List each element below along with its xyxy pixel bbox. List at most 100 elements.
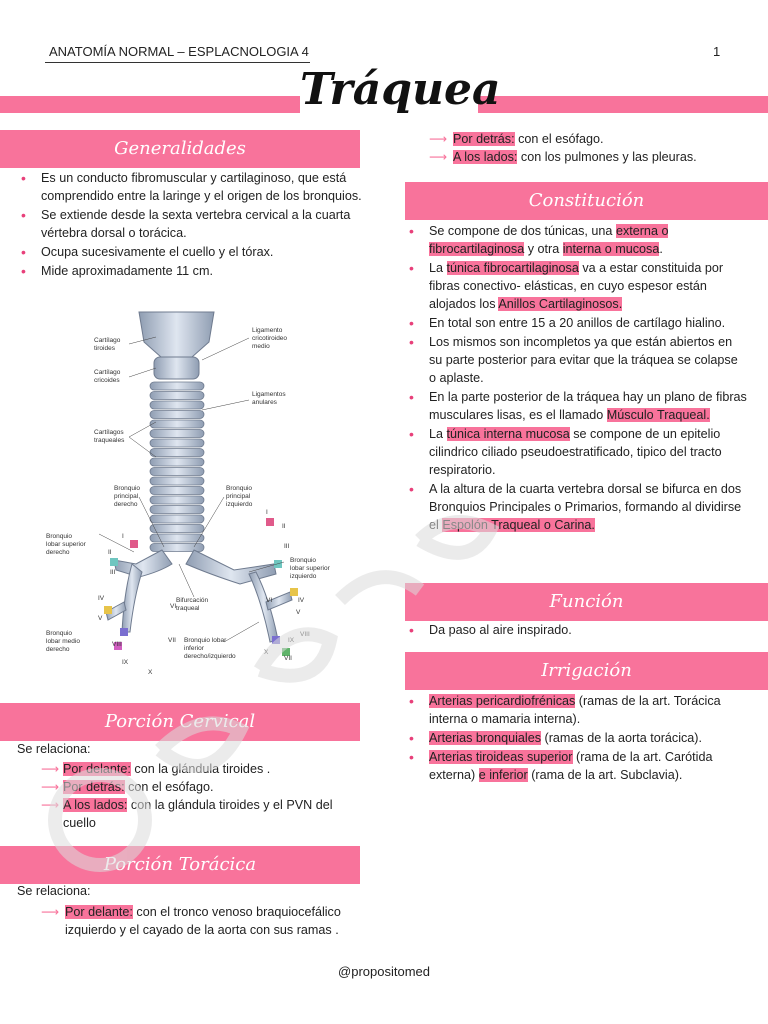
section-heading-toracica: Porción Torácica — [0, 846, 360, 884]
irrigacion-list: Arterias pericardiofrénicas (ramas de la… — [405, 692, 747, 785]
list-item: ⟶Por delante: con la glándula tiroides . — [41, 762, 271, 776]
trachea-ring — [149, 457, 205, 467]
svg-text:IV: IV — [298, 597, 305, 604]
trachea-ring — [149, 400, 205, 410]
list-item: Es un conducto fibromuscular y cartilagi… — [17, 169, 362, 205]
trachea-rings — [149, 381, 205, 552]
list-item: Arterias tiroideas superior (rama de la … — [405, 748, 747, 784]
list-item: Arterias bronquiales (ramas de la aorta … — [405, 729, 747, 747]
header-underline — [45, 62, 310, 63]
trachea-ring — [149, 476, 205, 486]
trachea-ring — [149, 429, 205, 438]
list-item: La túnica fibrocartilaginosa va a estar … — [405, 259, 747, 313]
generalidades-list: Es un conducto fibromuscular y cartilagi… — [17, 169, 362, 281]
svg-text:II: II — [282, 523, 286, 530]
list-item: Mide aproximadamente 11 cm. — [17, 262, 362, 280]
list-item: ⟶Por delante: con el tronco venoso braqu… — [41, 905, 341, 937]
trachea-ring — [149, 524, 205, 533]
list-item: Da paso al aire inspirado. — [405, 621, 747, 639]
list-item: ⟶Por detrás: con el esófago. — [41, 780, 214, 794]
constitucion-list: Se compone de dos túnicas, una externa o… — [405, 222, 747, 535]
trachea-ring — [149, 505, 205, 514]
trachea-ring — [149, 419, 205, 429]
svg-text:VII: VII — [284, 655, 292, 662]
title-bar-left — [0, 96, 300, 113]
list-item: Ocupa sucesivamente el cuello y el tórax… — [17, 243, 362, 261]
list-item: En total son entre 15 a 20 anillos de ca… — [405, 314, 747, 332]
svg-text:X: X — [148, 669, 153, 676]
trachea-ring — [149, 543, 205, 552]
svg-text:I: I — [122, 533, 124, 540]
svg-text:IX: IX — [288, 637, 295, 644]
svg-text:V: V — [296, 609, 301, 616]
svg-text:IV: IV — [98, 595, 105, 602]
numerals-right-tree: I II III IV V VI VII VIII IX X — [98, 533, 176, 676]
footer-handle: @propositomed — [338, 964, 430, 979]
svg-text:VIII: VIII — [112, 641, 122, 648]
section-heading-irrigacion: Irrigación — [405, 652, 768, 690]
svg-text:V: V — [98, 615, 103, 622]
trachea-ring — [149, 495, 205, 505]
arrow-icon: ⟶ — [429, 150, 448, 164]
svg-text:IX: IX — [122, 659, 129, 666]
trachea-ring — [149, 391, 205, 400]
svg-text:VI: VI — [170, 603, 176, 610]
arrow-icon: ⟶ — [41, 798, 60, 812]
svg-text:III: III — [110, 569, 116, 576]
list-item: ⟶A los lados: con la glándula tiroides y… — [41, 798, 333, 830]
svg-text:VII: VII — [168, 637, 176, 644]
title-bar-right — [478, 96, 768, 113]
section-heading-cervical: Porción Cervical — [0, 703, 360, 741]
funcion-list: Da paso al aire inspirado. — [405, 621, 747, 640]
trachea-ring — [149, 381, 205, 391]
section-heading-constitucion: Constitución — [405, 182, 768, 220]
arrow-icon: ⟶ — [429, 132, 448, 146]
list-item: En la parte posterior de la tráquea hay … — [405, 388, 747, 424]
list-item: Se extiende desde la sexta vertebra cerv… — [17, 206, 362, 242]
list-item: ⟶Por detrás: con el esófago. — [429, 132, 604, 146]
list-item: Los mismos son incompletos ya que están … — [405, 333, 747, 387]
page-number: 1 — [713, 44, 721, 59]
trachea-ring — [149, 438, 205, 448]
svg-text:VI: VI — [266, 597, 272, 604]
section-heading-funcion: Función — [405, 583, 768, 621]
document-title: Tráquea — [300, 64, 501, 115]
arrow-icon: ⟶ — [41, 780, 60, 794]
arrow-icon: ⟶ — [41, 905, 60, 919]
section-heading-generalidades: Generalidades — [0, 130, 360, 168]
trachea-ring — [149, 448, 205, 457]
svg-text:III: III — [284, 543, 290, 550]
trachea-ring — [149, 410, 205, 419]
cervical-relations: ⟶Por delante: con la glándula tiroides .… — [17, 760, 362, 832]
svg-text:VIII: VIII — [300, 631, 310, 638]
list-item: La túnica interna mucosa se compone de u… — [405, 425, 747, 479]
arrow-icon: ⟶ — [41, 762, 60, 776]
svg-text:X: X — [264, 649, 269, 656]
cervical-relation-label: Se relaciona: — [17, 742, 91, 756]
toracica-relation-label: Se relaciona: — [17, 884, 91, 898]
list-item: ⟶A los lados: con los pulmones y las ple… — [429, 150, 697, 164]
list-item: Se compone de dos túnicas, una externa o… — [405, 222, 747, 258]
course-header: ANATOMÍA NORMAL – ESPLACNOLOGIA 4 — [49, 44, 309, 59]
svg-text:I: I — [266, 509, 268, 516]
trachea-ring — [149, 533, 205, 543]
trachea-ring — [149, 486, 205, 495]
list-item: Arterias pericardiofrénicas (ramas de la… — [405, 692, 747, 728]
toracica-relations-front: ⟶Por delante: con el tronco venoso braqu… — [17, 903, 362, 939]
list-item: A la altura de la cuarta vertebra dorsal… — [405, 480, 747, 534]
toracica-relations-continued: ⟶Por detrás: con el esófago. ⟶A los lado… — [405, 130, 750, 166]
